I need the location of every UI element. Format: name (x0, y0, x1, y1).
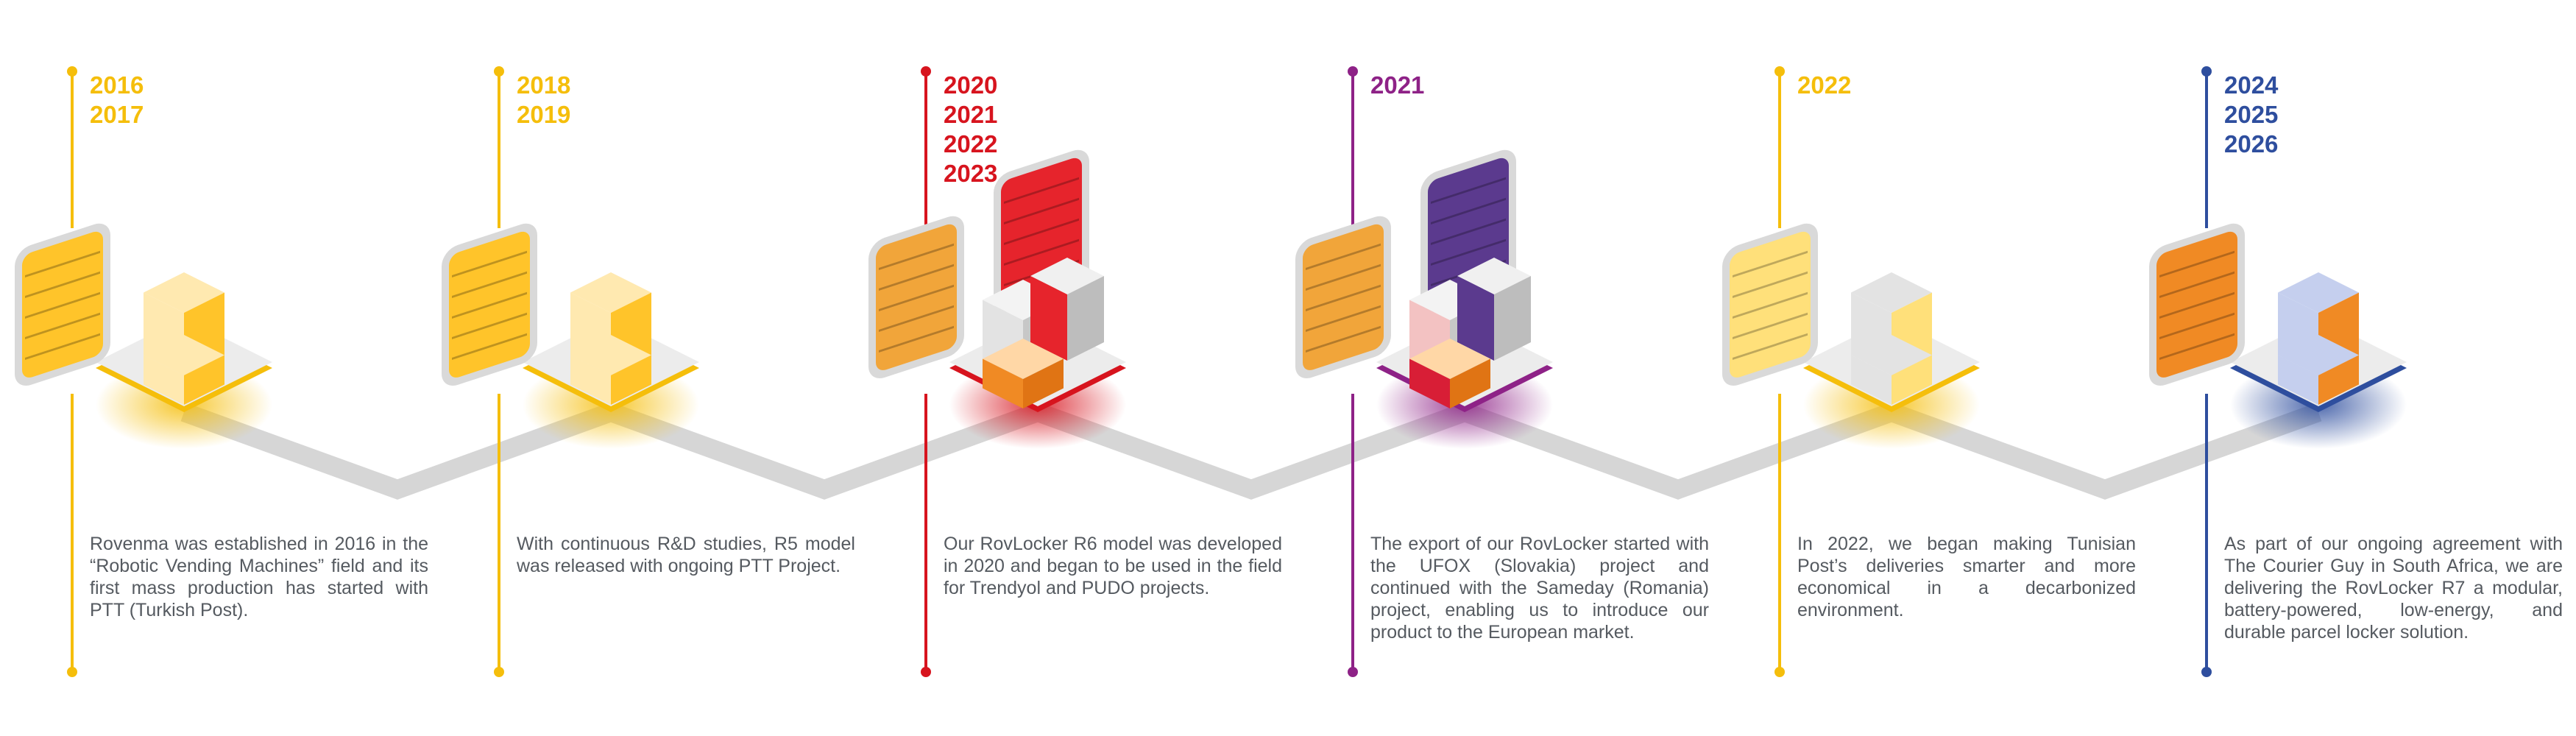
locker-unit (2278, 335, 2359, 405)
milestone-line-bottom (1778, 394, 1781, 673)
milestone-description: The export of our RovLocker started with… (1370, 534, 1709, 643)
milestone-description: In 2022, we began making Tunisian Post’s… (1797, 534, 2136, 620)
milestone-description: Rovenma was established in 2016 in the “… (90, 534, 428, 620)
locker-unit (1409, 339, 1490, 408)
locker-illustration (1295, 149, 1553, 449)
year-label: 2020 (944, 71, 998, 99)
milestone-line-top (1778, 74, 1781, 228)
milestone-dot-bottom (494, 667, 504, 677)
year-label: 2018 (517, 71, 571, 99)
locker-illustration (15, 223, 272, 449)
locker-unit (1851, 335, 1932, 405)
locker-photo (442, 223, 537, 386)
milestone-line-bottom (498, 394, 500, 673)
connector-path (180, 402, 2322, 500)
milestone-dot-top (1348, 66, 1358, 77)
year-label: 2022 (944, 130, 998, 158)
milestone-line-top (498, 74, 500, 228)
locker-unit (144, 335, 224, 405)
milestone-description: As part of our ongoing agreement with Th… (2224, 534, 2563, 643)
milestone-line-top (2205, 74, 2208, 228)
locker-photo (1295, 216, 1391, 378)
year-label: 2022 (1797, 71, 1852, 99)
locker-photo (15, 223, 110, 386)
milestone-line-bottom (1351, 394, 1354, 673)
milestone-description: Our RovLocker R6 model was developed in … (944, 534, 1282, 598)
milestone-dot-top (921, 66, 931, 77)
year-label: 2023 (944, 160, 998, 187)
locker-illustration (442, 223, 699, 449)
year-label: 2024 (2224, 71, 2279, 99)
milestone-line-top (71, 74, 74, 228)
milestone-dot-top (67, 66, 77, 77)
year-label: 2021 (944, 101, 998, 128)
milestone-dot-bottom (921, 667, 931, 677)
milestone-line-top (924, 74, 927, 228)
locker-illustration (868, 149, 1126, 449)
milestone-line-bottom (924, 394, 927, 673)
milestone-years: 2022 (1797, 71, 1851, 100)
locker-unit (983, 339, 1064, 408)
year-label: 2021 (1370, 71, 1425, 99)
locker-unit (1030, 258, 1104, 361)
milestone-description: With continuous R&D studies, R5 model wa… (517, 534, 855, 576)
milestone-line-bottom (71, 394, 74, 673)
milestone-years: 2021 (1370, 71, 1424, 100)
milestone-dot-bottom (2201, 667, 2212, 677)
locker-illustration (2149, 223, 2407, 449)
year-label: 2025 (2224, 101, 2279, 128)
locker-illustration (1722, 223, 1980, 449)
milestone-4: 2022 In 2022, we began making Tunisian Po… (1708, 0, 2136, 736)
locker-photo (868, 216, 964, 378)
milestone-dot-bottom (67, 667, 77, 677)
milestone-dot-bottom (1774, 667, 1785, 677)
year-label: 2026 (2224, 130, 2279, 158)
milestone-line-bottom (2205, 394, 2208, 673)
year-label: 2019 (517, 101, 571, 128)
milestone-dot-top (2201, 66, 2212, 77)
milestone-dot-bottom (1348, 667, 1358, 677)
locker-photo (2149, 223, 2245, 386)
locker-unit (1457, 258, 1531, 361)
milestone-dot-top (1774, 66, 1785, 77)
year-label: 2016 (90, 71, 144, 99)
locker-photo (1722, 223, 1818, 386)
milestone-line-top (1351, 74, 1354, 228)
year-label: 2017 (90, 101, 144, 128)
milestone-dot-top (494, 66, 504, 77)
locker-unit (570, 335, 651, 405)
